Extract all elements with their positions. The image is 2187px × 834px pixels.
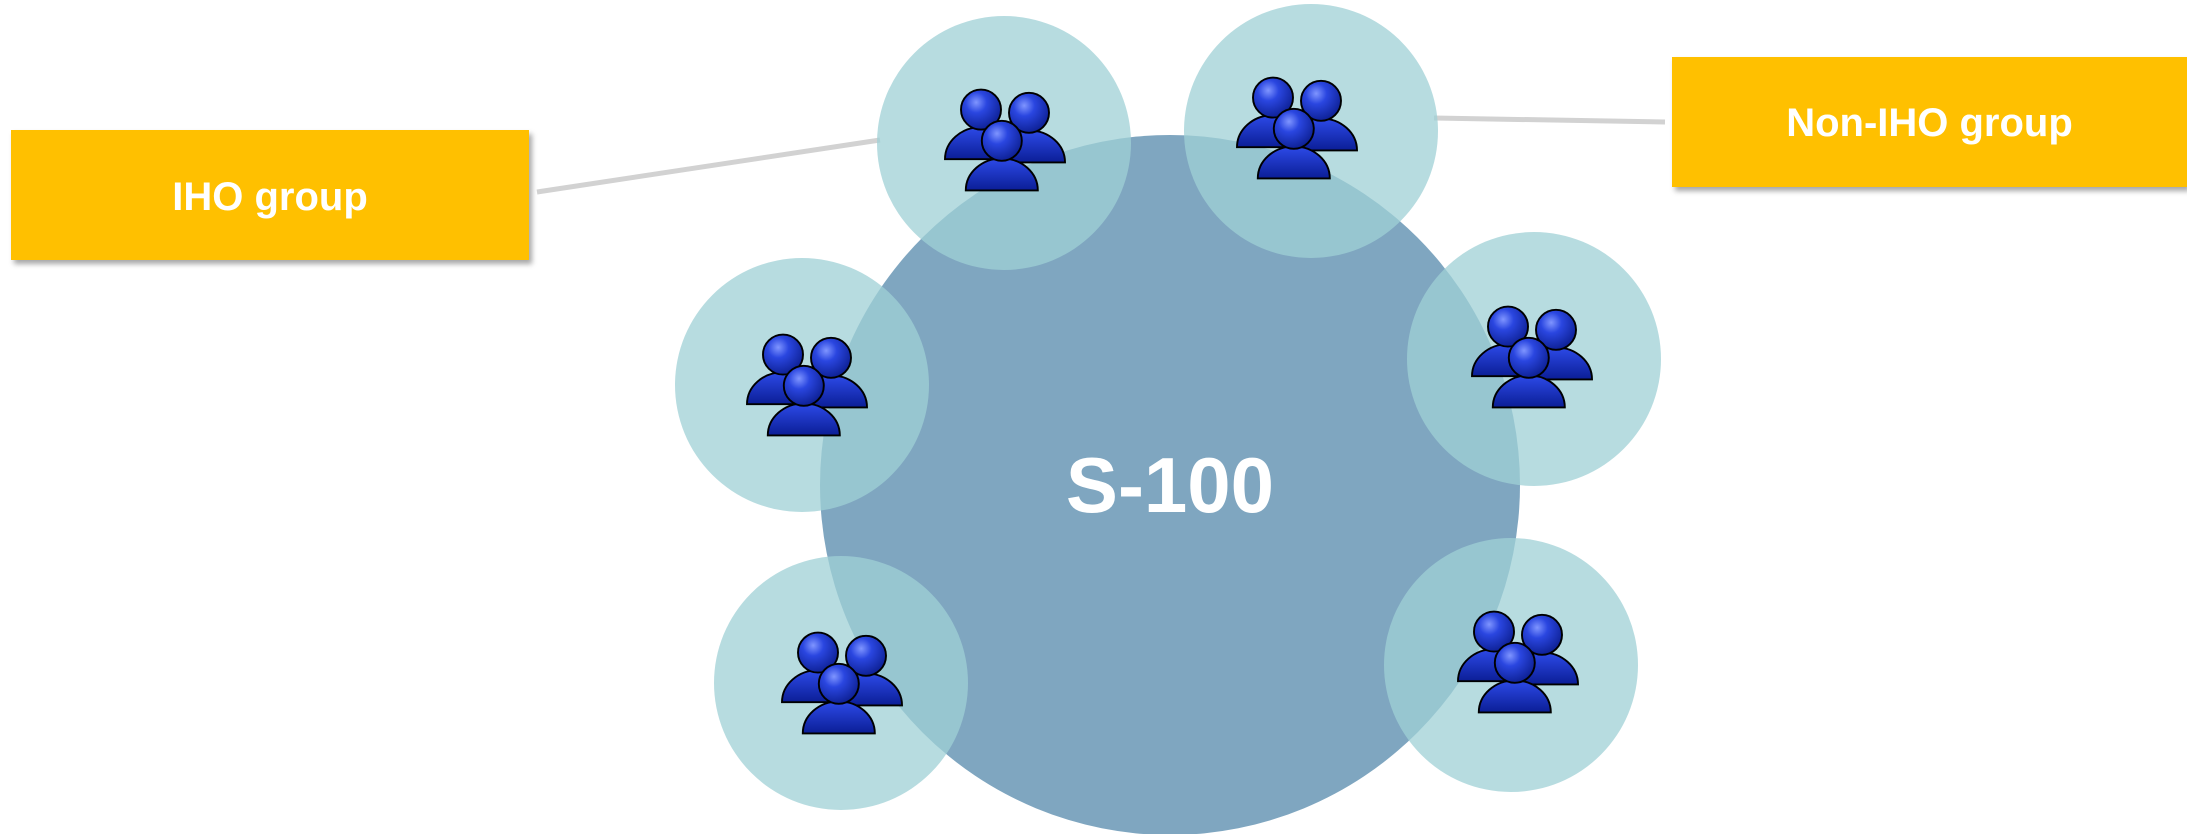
group-circle-bottom-right [1384,538,1638,792]
group-circle-top-right [1184,4,1438,258]
non-iho-group-callout: Non-IHO group [1672,57,2187,187]
group-circle-right [1407,232,1661,486]
group-circle-bottom-left [714,556,968,810]
non-iho-connector-line [1433,115,1666,125]
non-iho-group-label: Non-IHO group [1786,100,2073,145]
iho-group-callout: IHO group [11,130,529,260]
s100-label-text: S-100 [1065,440,1275,529]
group-circle-left [675,258,929,512]
iho-connector-line [536,137,881,195]
s100-label: S-100 [970,430,1370,540]
s100-center-circle [820,135,1520,834]
iho-group-label: IHO group [172,174,368,219]
group-circle-top-left [877,16,1131,270]
